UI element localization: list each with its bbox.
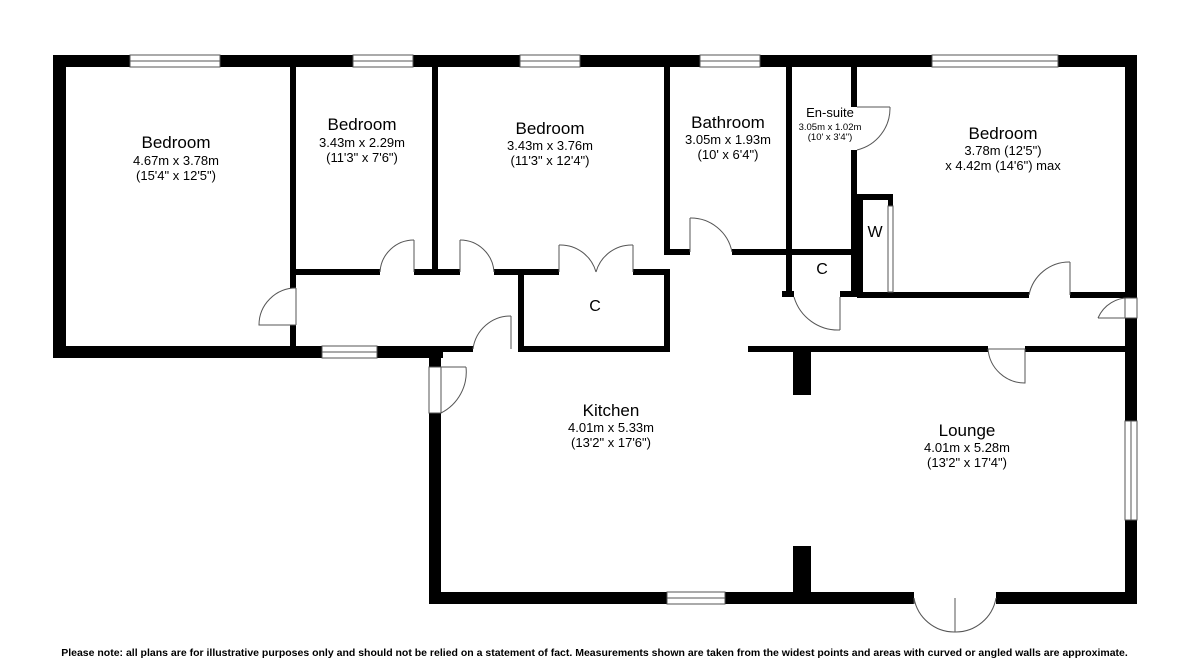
room-imperial: (10' x 3'4") [808, 132, 853, 143]
room-name: Lounge [939, 421, 996, 440]
wardrobe-label: W [867, 224, 883, 241]
room-metric: 3.05m x 1.02m [799, 122, 862, 133]
room-imperial: (15'4" x 12'5") [136, 168, 216, 183]
window-kitchen-side [428, 366, 442, 414]
internal-walls [290, 67, 1137, 592]
window-bedroom1 [129, 54, 221, 68]
room-metric: 3.05m x 1.93m [685, 132, 771, 147]
room-metric: 4.67m x 3.78m [133, 153, 219, 168]
room-name: Kitchen [583, 401, 640, 420]
room-name: Bedroom [969, 124, 1038, 143]
window-bedroom2 [352, 54, 414, 68]
room-lounge: Lounge 4.01m x 5.28m (13'2" x 17'4") [924, 421, 1010, 470]
room-bedroom1: Bedroom 4.67m x 3.78m (15'4" x 12'5") [133, 133, 219, 183]
room-bathroom: Bathroom 3.05m x 1.93m (10' x 6'4") [685, 113, 771, 162]
room-metric: 3.78m (12'5") [964, 143, 1041, 158]
room-name: Bedroom [328, 115, 397, 134]
room-name: Bathroom [691, 113, 765, 132]
window-kitchen [666, 591, 726, 605]
window-lounge [1124, 420, 1138, 521]
window-bathroom [699, 54, 761, 68]
room-name: Bedroom [516, 119, 585, 138]
window-hall [321, 345, 378, 359]
doors [258, 106, 1132, 633]
room-imperial: (10' x 6'4") [698, 147, 759, 162]
window-bedroom4 [931, 54, 1059, 68]
room-metric: 3.43m x 3.76m [507, 138, 593, 153]
room-ensuite: En-suite 3.05m x 1.02m (10' x 3'4") [799, 105, 862, 143]
room-imperial: (11'3" x 7'6") [326, 150, 398, 165]
room-bedroom3: Bedroom 3.43m x 3.76m (11'3" x 12'4") [507, 119, 593, 168]
room-bedroom4: Bedroom 3.78m (12'5") x 4.42m (14'6") ma… [945, 124, 1061, 173]
room-imperial: (11'3" x 12'4") [511, 153, 590, 168]
room-imperial: (13'2" x 17'4") [927, 455, 1007, 470]
room-metric: 4.01m x 5.28m [924, 440, 1010, 455]
room-metric: 3.43m x 2.29m [319, 135, 405, 150]
cupboard-label: C [589, 298, 601, 315]
room-metric: 4.01m x 5.33m [568, 420, 654, 435]
window-bedroom3 [519, 54, 581, 68]
cupboard-label-ensuite: C [816, 261, 828, 278]
outer-walls [53, 55, 1137, 604]
room-imperial: x 4.42m (14'6") max [945, 158, 1061, 173]
room-bedroom2: Bedroom 3.43m x 2.29m (11'3" x 7'6") [319, 115, 405, 165]
disclaimer: Please note: all plans are for illustrat… [61, 647, 1128, 659]
window-entrance [1124, 297, 1138, 319]
room-imperial: (13'2" x 17'6") [571, 435, 651, 450]
room-name: Bedroom [142, 133, 211, 152]
room-kitchen: Kitchen 4.01m x 5.33m (13'2" x 17'6") [568, 401, 654, 450]
windows [129, 54, 1138, 605]
room-name: En-suite [806, 105, 854, 120]
